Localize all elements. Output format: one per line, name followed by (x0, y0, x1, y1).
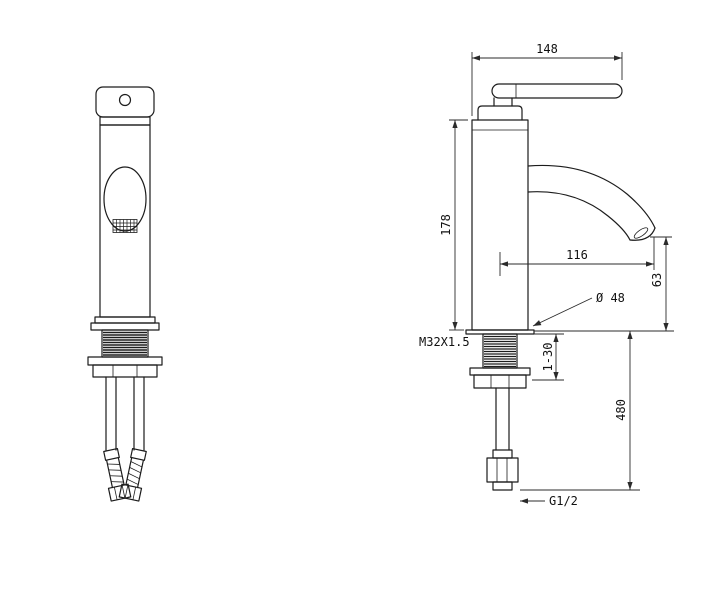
side-supply-hose (495, 387, 510, 451)
front-connector-left (103, 447, 132, 502)
dim-hose-thread: G1/2 (520, 494, 578, 508)
dim-clamp-range: 1-30 (532, 333, 564, 381)
front-spout-recess (103, 166, 147, 232)
side-spout-outlet (633, 227, 649, 239)
side-spout (527, 164, 656, 241)
dim-body-height: 178 (439, 119, 468, 331)
front-view (87, 86, 163, 502)
front-aerator-mesh (112, 219, 138, 233)
side-cartridge-cap (477, 105, 523, 121)
dim-label-178: 178 (439, 214, 453, 236)
dim-label-63: 63 (650, 273, 664, 287)
front-lock-nut (92, 364, 158, 378)
dim-label-116: 116 (566, 248, 588, 262)
dim-label-148: 148 (536, 42, 558, 56)
dim-label-480: 480 (614, 399, 628, 421)
dim-label-thread-spec: M32X1.5 (419, 335, 470, 349)
dim-spout-reach: 116 (499, 237, 655, 276)
dim-hose-length: 480 (520, 331, 640, 491)
side-mounting-nut (473, 374, 527, 389)
front-hose-left (105, 376, 117, 451)
front-handle-screw-hole (118, 93, 132, 107)
front-connector-right (118, 447, 147, 502)
dim-base-diameter: Ø 48 (532, 291, 625, 327)
side-view (465, 83, 656, 491)
side-hose-connector (486, 449, 519, 491)
front-hose-right (133, 376, 145, 451)
dimension-annotations: 148 178 116 63 (419, 42, 674, 508)
side-thread-shank (482, 333, 518, 369)
dim-lever-width: 148 (471, 42, 623, 116)
dim-spout-height: 63 (534, 236, 674, 332)
dim-label-g12: G1/2 (549, 494, 578, 508)
side-lever-handle (491, 83, 623, 99)
dim-label-diameter: Ø 48 (596, 291, 625, 305)
front-thread-band (101, 329, 149, 358)
dim-label-clamp: 1-30 (541, 343, 555, 372)
